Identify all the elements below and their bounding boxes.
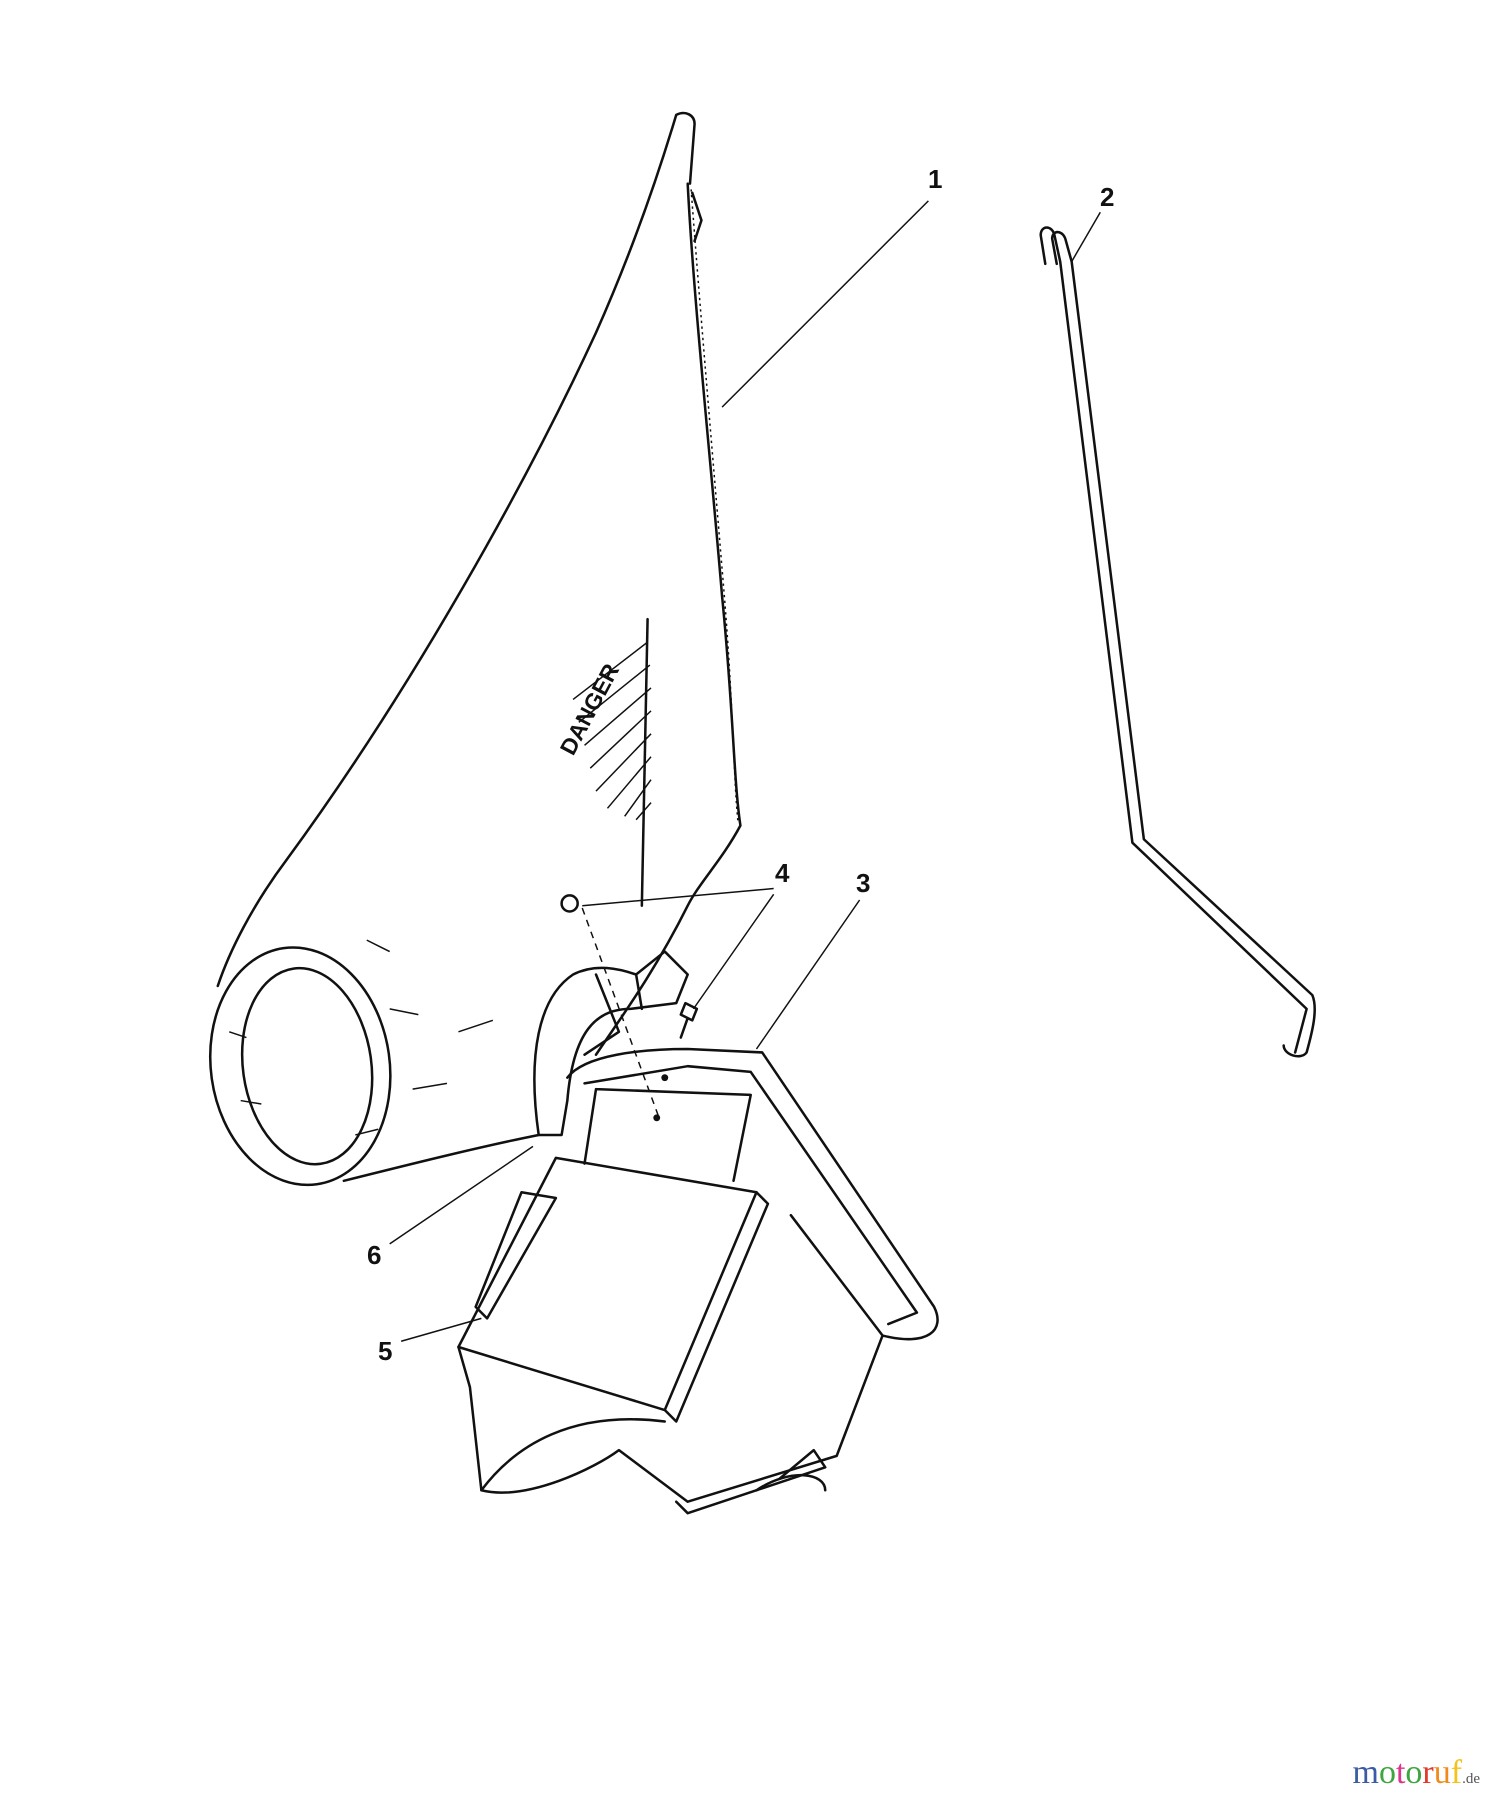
callout-2: 2 [1100, 182, 1115, 212]
leader-lines [389, 200, 1101, 1342]
callout-4: 4 [775, 858, 790, 888]
callout-6: 6 [367, 1240, 382, 1270]
bag-danger-label: DANGER [555, 659, 625, 759]
grass-bag: DANGER [208, 111, 742, 1187]
hopper-frame [457, 1047, 939, 1515]
callout-1: 1 [928, 164, 943, 194]
strap-bracket [533, 894, 699, 1137]
danger-hatch [572, 641, 652, 821]
callout-5: 5 [378, 1336, 393, 1366]
watermark-logo: motoruf.de [1352, 1754, 1480, 1791]
callout-3: 3 [856, 868, 871, 898]
support-rod [1039, 226, 1316, 1058]
